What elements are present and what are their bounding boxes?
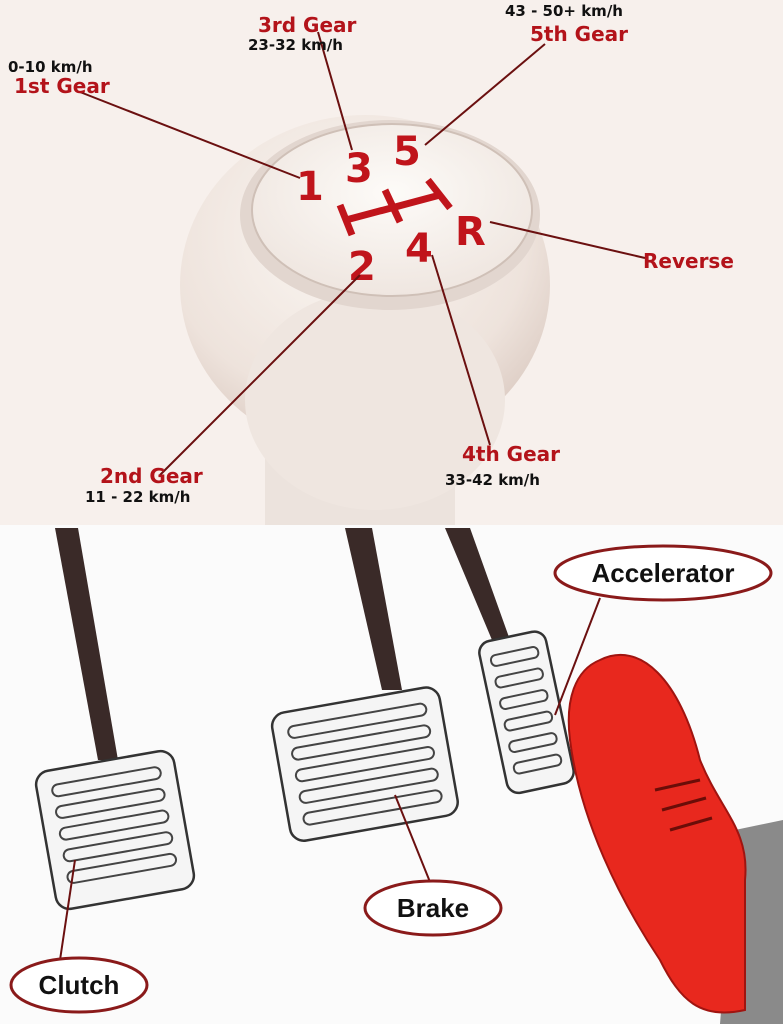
first-gear-label: 1st Gear [14, 74, 110, 98]
fifth-gear-speed: 43 - 50+ km/h [505, 2, 623, 20]
shift-pattern-icon [336, 177, 453, 237]
fourth-gear-label: 4th Gear [462, 442, 560, 466]
knob-number-3: 3 [345, 146, 373, 192]
clutch-pedal [34, 528, 196, 911]
accelerator-pedal [445, 528, 575, 795]
knob-letter-r: R [455, 209, 486, 255]
first-gear-speed: 0-10 km/h [8, 58, 93, 76]
clutch-label: Clutch [9, 956, 149, 1014]
brake-pedal [270, 528, 459, 842]
leader-lines [79, 31, 646, 476]
red-shoe-icon [567, 654, 783, 1024]
second-gear-label: 2nd Gear [100, 464, 203, 488]
second-gear-speed: 11 - 22 km/h [85, 488, 190, 506]
third-gear-label: 3rd Gear [258, 13, 357, 37]
reverse-label: Reverse [643, 249, 734, 273]
brake-label-text: Brake [397, 893, 469, 923]
accelerator-label: Accelerator [553, 544, 773, 602]
knob-number-5: 5 [393, 129, 421, 175]
knob-number-4: 4 [405, 226, 433, 272]
fifth-gear-label: 5th Gear [530, 22, 628, 46]
pedal-leader-lines [59, 597, 601, 961]
gear-knob: 1 3 5 2 4 R [180, 115, 550, 525]
fourth-gear-speed: 33-42 km/h [445, 471, 540, 489]
knob-number-1: 1 [296, 164, 324, 210]
third-gear-speed: 23-32 km/h [248, 36, 343, 54]
clutch-label-text: Clutch [39, 970, 120, 1000]
brake-label: Brake [363, 879, 503, 937]
accelerator-label-text: Accelerator [591, 558, 734, 588]
